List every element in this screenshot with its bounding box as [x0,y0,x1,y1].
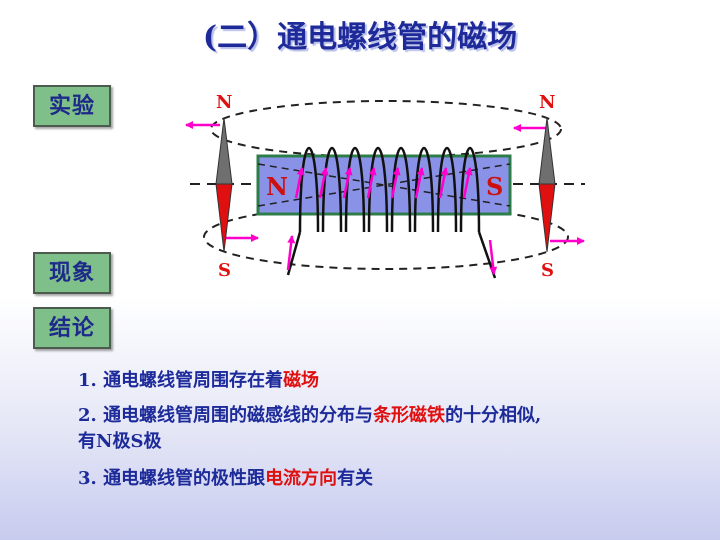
field-line-top [210,100,562,158]
conclusion-2: 2. 通电螺线管周围的磁感线的分布与条形磁铁的十分相似,有N极S极 [78,405,542,452]
solenoid-south-label: S [486,172,504,201]
solenoid-north-label: N [266,172,288,201]
experiment-tag: 实验 [33,85,111,127]
compass-left-south-label: S [218,260,231,281]
compass-right [538,117,556,253]
compass-left [215,117,233,253]
conclusion-3-highlight: 电流方向 [265,468,338,489]
field-arrows [185,121,585,275]
phenomenon-tag: 现象 [33,252,111,294]
conclusion-2-highlight: 条形磁铁 [373,405,446,426]
compass-left-north-label: N [216,92,233,113]
compass-right-north-label: N [539,92,556,113]
conclusion-1-highlight: 磁场 [283,370,320,391]
conclusion-1: 1. 通电螺线管周围存在着磁场 [78,370,320,391]
conclusion-2-line2: 有N极S极 [78,431,162,452]
conclusion-tag: 结论 [33,307,111,349]
page-title: (二）通电螺线管的磁场 [202,20,518,55]
compass-right-south-label: S [541,260,554,281]
conclusion-3: 3. 通电螺线管的极性跟电流方向有关 [78,468,374,489]
field-line-bottom [203,204,569,270]
